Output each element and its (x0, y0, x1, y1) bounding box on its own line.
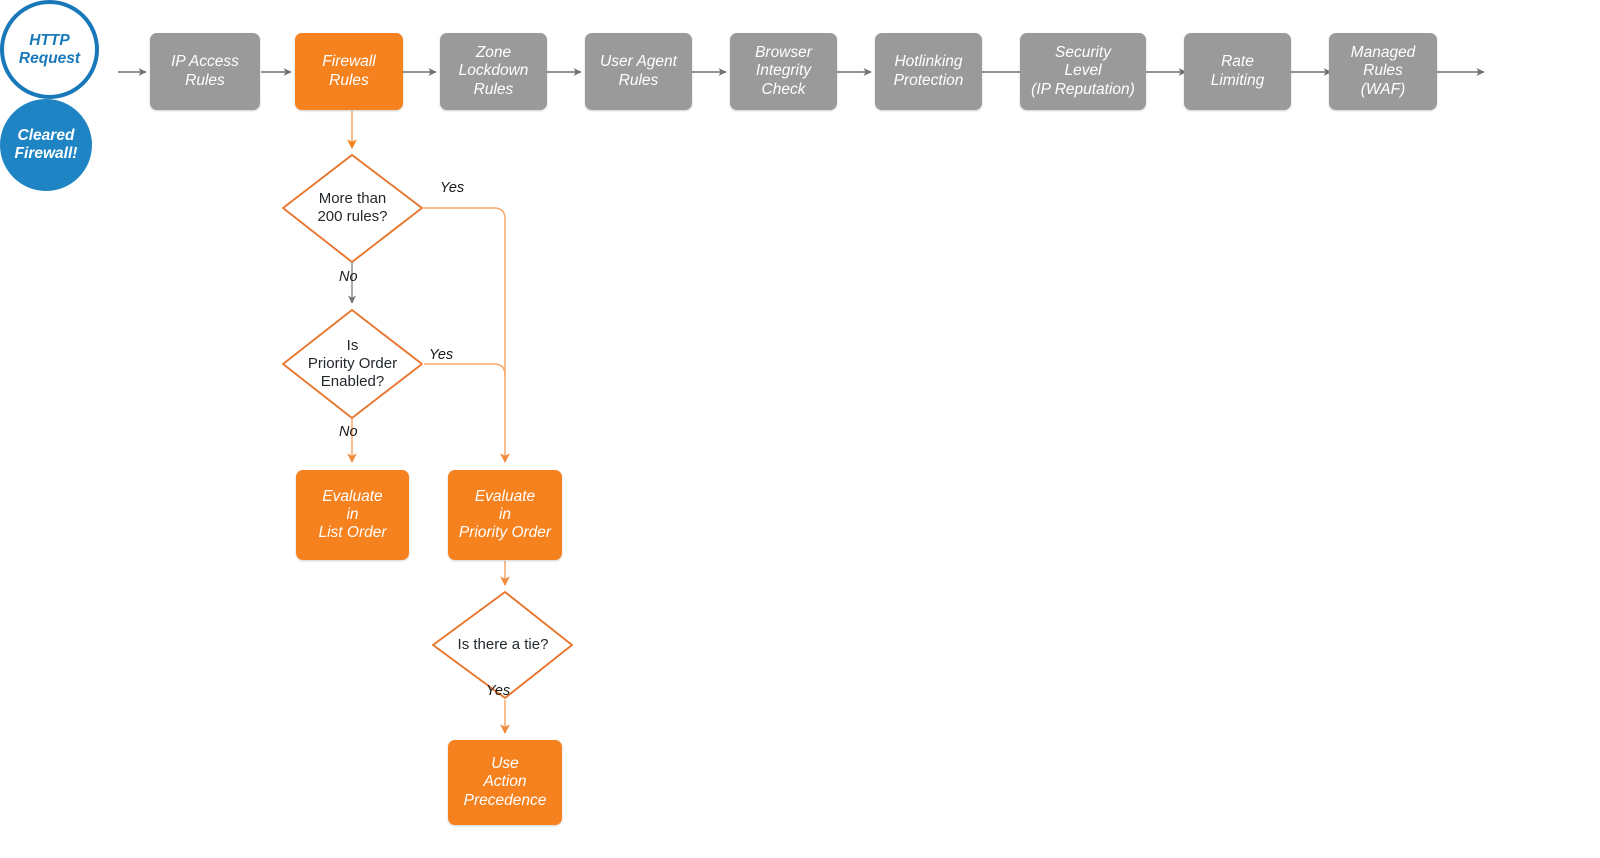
action-line: Priority Order (458, 524, 552, 542)
decision-line: Enabled? (320, 373, 385, 390)
node-cleared-firewall[interactable]: Cleared Firewall! (0, 99, 92, 191)
node-http-request[interactable]: HTTP Request (0, 0, 99, 99)
node-evaluate-in-priority-order[interactable]: Evaluate in Priority Order (448, 470, 562, 560)
diagram-title: Cloudflare firewall request evaluation o… (0, 191, 1, 192)
node-browser-integrity-check[interactable]: Browser Integrity Check (730, 33, 837, 110)
action-line: Evaluate (322, 487, 383, 505)
step-label-line: Protection (893, 71, 964, 89)
action-line: Precedence (463, 791, 547, 809)
cleared-firewall-line1: Cleared (17, 127, 75, 144)
action-line: Use (491, 755, 519, 773)
edge-label-priority-order-no: No (339, 424, 358, 440)
step-label-line: IP Access (171, 53, 239, 71)
step-label-line: Level (1064, 62, 1102, 80)
action-line: in (498, 505, 512, 523)
step-label-line: (WAF) (1360, 80, 1406, 98)
step-label-line: Check (761, 80, 806, 98)
node-ip-access-rules[interactable]: IP Access Rules (150, 33, 260, 110)
action-line: in (346, 505, 359, 523)
decision-more-than-200-label[interactable]: More than 200 rules? (283, 178, 422, 238)
edge-label-tie-yes: Yes (486, 683, 511, 699)
action-line: Evaluate (474, 487, 536, 505)
step-label-line: Zone (475, 44, 512, 62)
decision-tie-label[interactable]: Is there a tie? (433, 630, 573, 660)
step-label-line: Limiting (1210, 71, 1265, 89)
node-evaluate-in-list-order[interactable]: Evaluate in List Order (296, 470, 409, 560)
http-request-line2: Request (18, 49, 81, 67)
action-line: Action (483, 773, 527, 791)
decision-line: Is (346, 337, 359, 354)
node-user-agent-rules[interactable]: User Agent Rules (585, 33, 692, 110)
step-label-line: Hotlinking (894, 53, 963, 71)
step-label-line: Managed (1350, 44, 1416, 62)
edge-label-more-than-200-no: No (339, 269, 358, 285)
node-zone-lockdown-rules[interactable]: Zone Lockdown Rules (440, 33, 547, 110)
node-hotlinking-protection[interactable]: Hotlinking Protection (875, 33, 982, 110)
step-label-line: Lockdown (458, 62, 529, 80)
step-label-line: Security (1054, 44, 1111, 62)
node-security-level[interactable]: Security Level (IP Reputation) (1020, 33, 1146, 110)
decision-more-than-200-shape (282, 154, 423, 263)
node-rate-limiting[interactable]: Rate Limiting (1184, 33, 1291, 110)
cleared-firewall-line2: Firewall! (14, 145, 78, 162)
step-label-line: Browser (755, 44, 812, 62)
edge-priority-yes (421, 363, 506, 376)
edge-label-priority-order-yes: Yes (429, 347, 454, 363)
step-label-line: (IP Reputation) (1031, 80, 1135, 98)
action-line: List Order (318, 524, 387, 542)
decision-line: Is there a tie? (457, 636, 549, 653)
decision-priority-order-label[interactable]: Is Priority Order Enabled? (279, 328, 426, 400)
step-label-line: Rules (473, 80, 514, 98)
step-label-line: Integrity (755, 62, 812, 80)
decision-line: More than (318, 190, 387, 207)
node-use-action-precedence[interactable]: Use Action Precedence (448, 740, 562, 825)
node-firewall-rules[interactable]: Firewall Rules (295, 33, 403, 110)
step-label-line: User Agent (600, 53, 677, 71)
decision-line: 200 rules? (317, 208, 388, 225)
step-label-line: Firewall (322, 53, 376, 71)
step-label-line: Rules (185, 71, 225, 89)
step-label-line: Rules (1363, 62, 1403, 80)
decision-line: Priority Order (307, 355, 398, 372)
edge-label-more-than-200-yes: Yes (440, 180, 465, 196)
edge-decision200-yes (422, 207, 510, 463)
step-label-line: Rules (329, 71, 369, 89)
node-managed-rules-waf[interactable]: Managed Rules (WAF) (1329, 33, 1437, 110)
http-request-line1: HTTP (29, 31, 70, 49)
decision-priority-order-shape (282, 309, 423, 419)
step-label-line: Rate (1221, 53, 1254, 71)
step-label-line: Rules (618, 71, 659, 89)
